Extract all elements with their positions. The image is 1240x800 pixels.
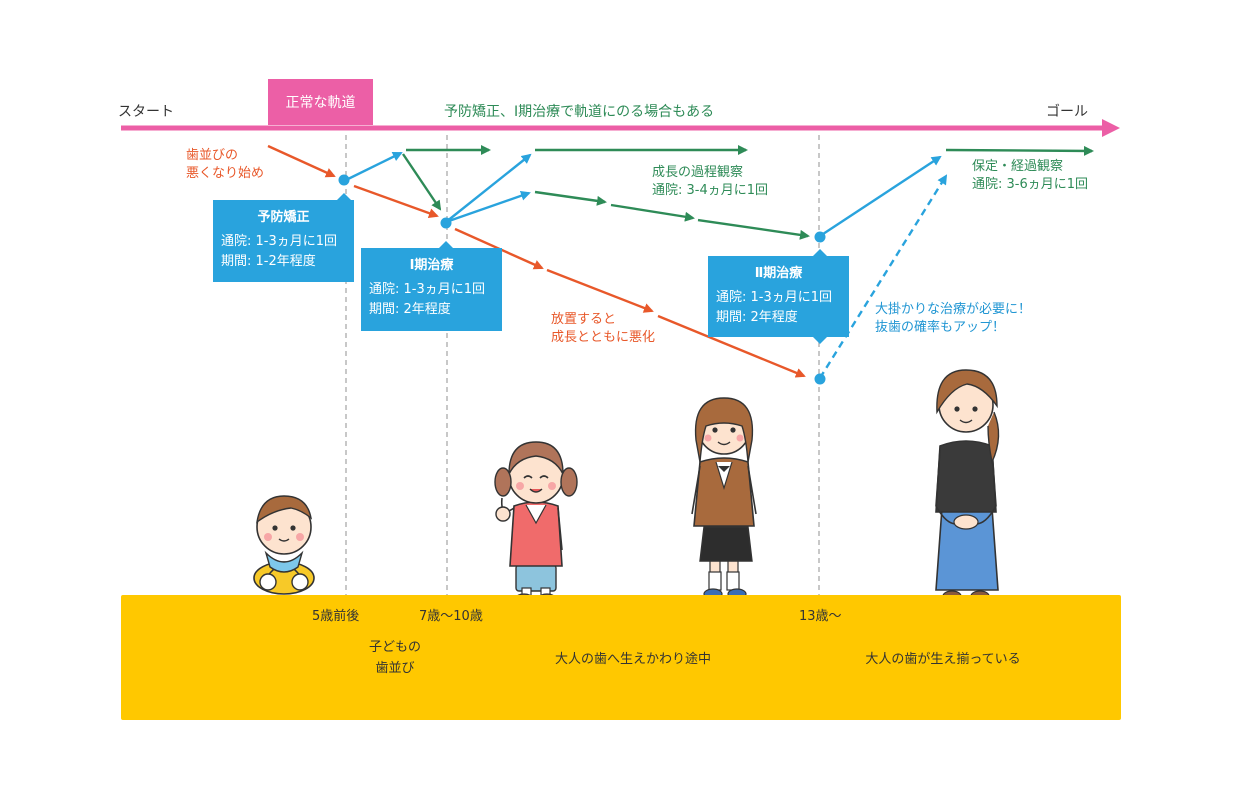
adult-illustration — [935, 369, 1000, 602]
timeline-arrow — [121, 119, 1120, 137]
top-trajectory-note: 予防矯正、Ⅰ期治療で軌道にのる場合もある — [444, 104, 715, 120]
teen-illustration — [691, 397, 757, 600]
phase1-treatment-box: Ⅰ期治療 通院: 1-3ヵ月に1回 期間: 2年程度 — [361, 241, 502, 331]
stage-child-teeth: 子どもの歯並び — [368, 640, 421, 676]
neglect-note: 放置すると成長とともに悪化 — [551, 312, 656, 345]
growth-stage-panel — [121, 595, 1121, 720]
box-visit-frequency: 通院: 1-3ヵ月に1回 — [716, 290, 833, 306]
child-illustration — [494, 441, 578, 603]
box-duration: 期間: 2年程度 — [369, 302, 451, 318]
baby-illustration — [253, 495, 315, 595]
start-label: スタート — [118, 104, 174, 120]
growth-observation-note: 成長の過程観察通院: 3-4ヵ月に1回 — [652, 165, 769, 198]
good-progress-paths — [402, 145, 1094, 240]
worsening-start-note: 歯並びの悪くなり始め — [186, 148, 265, 181]
box-title: 予防矯正 — [257, 210, 310, 225]
box-duration: 期間: 1-2年程度 — [221, 254, 316, 270]
retention-note: 保定・経過観察通院: 3-6ヵ月に1回 — [972, 159, 1089, 192]
stage-mixed-teeth: 大人の歯へ生えかわり途中 — [554, 652, 711, 667]
age-label-13: 13歳〜 — [799, 609, 842, 624]
box-visit-frequency: 通院: 1-3ヵ月に1回 — [221, 234, 338, 250]
treatment-paths — [345, 151, 948, 379]
normal-trajectory-tag: 正常な軌道 — [268, 79, 373, 125]
stage-permanent-teeth: 大人の歯が生え揃っている — [865, 652, 1021, 667]
box-title: Ⅱ期治療 — [754, 266, 803, 281]
milestone-dots — [338, 174, 826, 385]
major-treatment-note: 大掛かりな治療が必要に！抜歯の確率もアップ！ — [875, 302, 1032, 335]
box-title: Ⅰ期治療 — [409, 258, 454, 273]
phase2-treatment-box: Ⅱ期治療 通院: 1-3ヵ月に1回 期間: 2年程度 — [708, 249, 849, 344]
goal-label: ゴール — [1046, 104, 1088, 120]
age-label-7-10: 7歳〜10歳 — [419, 609, 483, 624]
box-duration: 期間: 2年程度 — [716, 310, 798, 326]
preventive-orthodontics-box: 予防矯正 通院: 1-3ヵ月に1回 期間: 1-2年程度 — [213, 193, 354, 282]
age-label-5: 5歳前後 — [312, 609, 360, 624]
box-visit-frequency: 通院: 1-3ヵ月に1回 — [369, 282, 486, 298]
